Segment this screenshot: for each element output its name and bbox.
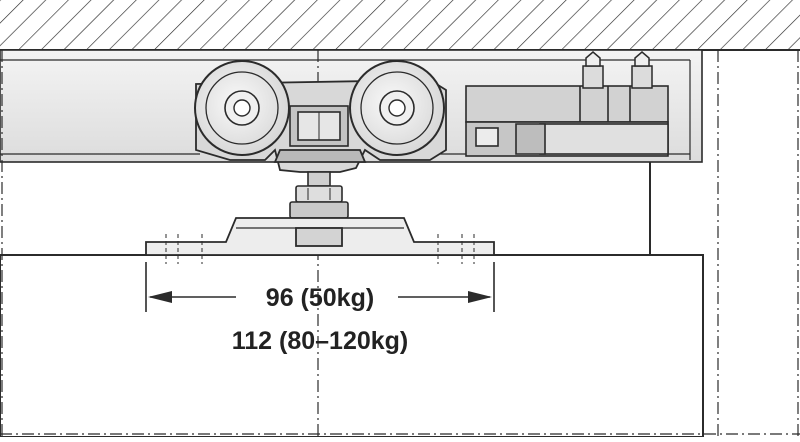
adjustment-screws — [582, 51, 653, 89]
damper-unit — [465, 85, 669, 157]
suspension-bolt — [289, 171, 349, 219]
left-roller-wheel — [194, 60, 290, 156]
mounting-plate — [145, 217, 495, 256]
ceiling — [0, 0, 800, 51]
dimension-label-1: 96 (50kg) — [266, 284, 374, 312]
dimension-line — [145, 262, 495, 312]
dimension-label-2: 112 (80–120kg) — [232, 327, 409, 355]
right-roller-wheel — [349, 60, 445, 156]
screw-holes — [165, 234, 475, 264]
center-nut — [289, 105, 349, 147]
